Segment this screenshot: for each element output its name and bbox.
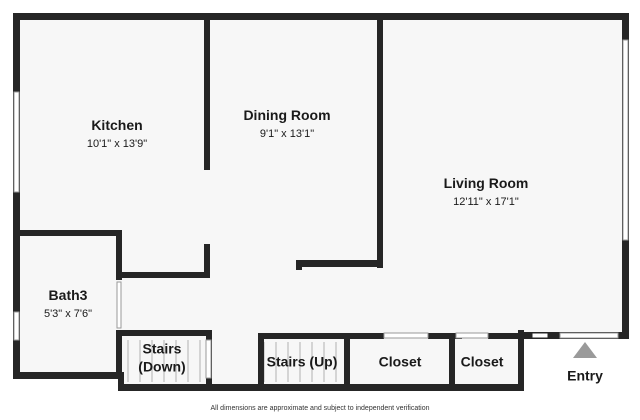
room-label-closet-1: Closet [379,353,422,371]
floor-area [18,18,624,386]
stairs-up [263,342,337,382]
room-label-closet-2: Closet [461,353,504,371]
living-room-dimensions: 12'11" x 17'1" [453,195,519,208]
kitchen-dimensions: 10'1" x 13'9" [86,137,148,150]
entry-label: Entry [567,367,603,384]
stairs-down [127,340,201,382]
dining-room-dimensions: 9'1" x 13'1" [259,127,315,140]
stairs-up-label: Stairs (Up) [266,353,338,370]
disclaimer-text: All dimensions are approximate and subje… [210,405,430,412]
windows [13,39,629,379]
closet-1-label: Closet [378,353,422,370]
closet-2-label: Closet [460,353,504,370]
room-label-dining-room: Dining Room 9'1" x 13'1" [243,107,330,141]
kitchen-name: Kitchen [91,116,143,133]
room-label-bath3: Bath3 5'3" x 7'6" [44,287,92,321]
dining-room-name: Dining Room [243,106,331,123]
room-label-stairs-down: Stairs (Down) [138,341,185,376]
living-room-name: Living Room [443,174,529,191]
stairs-down-label-line1: Stairs [142,340,182,357]
room-label-living-room: Living Room 12'11" x 17'1" [444,175,529,209]
bath3-name: Bath3 [48,286,88,303]
room-label-stairs-up: Stairs (Up) [267,353,338,371]
room-label-kitchen: Kitchen 10'1" x 13'9" [87,117,147,151]
entry-door-threshold [531,332,549,339]
bath3-dimensions: 5'3" x 7'6" [43,307,93,320]
triangle-up-icon [573,342,597,358]
stairs-down-label-line2: (Down) [138,358,186,374]
